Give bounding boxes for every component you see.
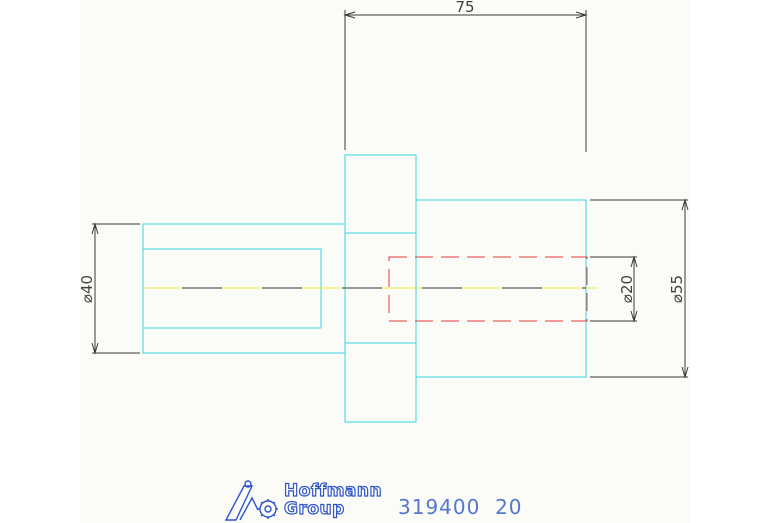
dimension-label-d55: ⌀55 [668, 275, 686, 303]
dimension-label-d40: ⌀40 [78, 275, 96, 303]
drawing-sheet [80, 0, 690, 523]
dimension-overall-length [343, 10, 588, 152]
dimension-right-diameter [590, 198, 689, 379]
brand-name-line2: Group [283, 499, 345, 519]
dimension-label-75: 75 [455, 0, 474, 16]
title-block: Hoffmann Group 319400 20 [222, 478, 552, 523]
hoffmann-logo-icon [224, 480, 278, 521]
dimension-label-d20: ⌀20 [618, 275, 636, 303]
dimension-bore-diameter [590, 255, 638, 323]
part-number: 319400 20 [398, 495, 523, 519]
brand-name-line1: Hoffmann [283, 481, 383, 501]
hidden-bore [388, 256, 588, 322]
dimension-left-diameter [91, 222, 140, 355]
